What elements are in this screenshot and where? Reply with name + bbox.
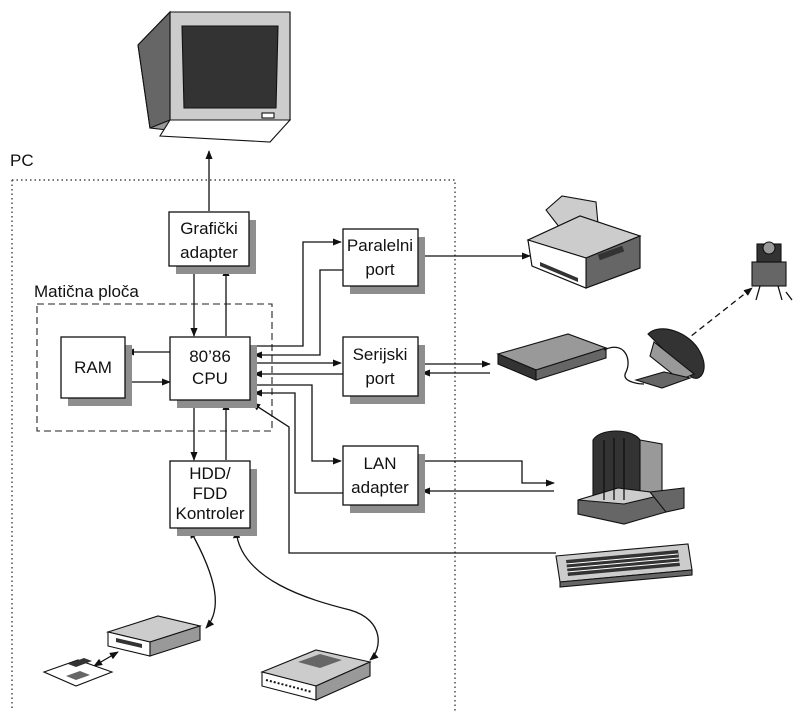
hdd-label-2: FDD xyxy=(193,484,228,503)
motherboard-label: Matična ploča xyxy=(34,282,139,301)
cpu-label-1: 80’86 xyxy=(189,347,231,366)
parallel-port-label-2: port xyxy=(365,260,395,279)
server-icon xyxy=(577,430,685,525)
hdd-label-1: HDD/ xyxy=(189,464,231,483)
ram-label: RAM xyxy=(74,358,112,377)
arrow-floppy-insert xyxy=(93,651,119,667)
satellite-icon xyxy=(751,241,793,301)
serial-port-block: Serijski port xyxy=(342,336,425,404)
motherboard-boundary xyxy=(36,303,273,432)
pc-label: PC xyxy=(10,151,34,170)
cpu-block: 80’86 CPU xyxy=(169,336,257,408)
pc-boundary xyxy=(11,179,456,711)
serial-port-label-2: port xyxy=(365,369,395,388)
serial-port-label-1: Serijski xyxy=(353,345,408,364)
cable-controller-harddisk xyxy=(233,529,379,661)
parallel-port-block: Paralelni port xyxy=(342,228,425,294)
arrow-dish-to-satellite xyxy=(675,287,753,349)
arrow-cpu-to-lan xyxy=(252,384,342,465)
hard-disk-icon xyxy=(260,649,372,701)
graphics-adapter-label-2: adapter xyxy=(180,243,238,262)
connections xyxy=(93,150,753,667)
satellite-dish-icon xyxy=(634,328,705,389)
arrow-parallel-to-cpu xyxy=(253,269,343,359)
hdd-label-3: Kontroler xyxy=(176,504,245,523)
ram-block: RAM xyxy=(60,336,132,406)
arrow-lan-to-server xyxy=(418,460,555,487)
modem-icon xyxy=(496,333,645,385)
printer-icon xyxy=(526,195,642,289)
cable-controller-floppy xyxy=(189,529,216,629)
floppy-disk-icon xyxy=(42,658,114,687)
monitor-icon xyxy=(137,10,292,143)
arrow-keyboard-to-cpu xyxy=(251,402,556,554)
graphics-adapter-label-1: Grafički xyxy=(180,219,238,238)
arrow-cpu-to-parallel xyxy=(250,238,342,347)
cpu-label-2: CPU xyxy=(192,369,228,388)
graphics-adapter-block: Grafički adapter xyxy=(168,211,256,274)
hdd-controller-block: HDD/ FDD Kontroler xyxy=(169,460,257,536)
lan-adapter-block: LAN adapter xyxy=(342,445,425,513)
parallel-port-label-1: Paralelni xyxy=(347,236,413,255)
lan-adapter-label-1: LAN xyxy=(363,454,396,473)
lan-adapter-label-2: adapter xyxy=(351,478,409,497)
keyboard-icon xyxy=(555,543,693,588)
floppy-drive-icon xyxy=(105,615,203,657)
arrow-lan-to-cpu xyxy=(253,389,343,494)
